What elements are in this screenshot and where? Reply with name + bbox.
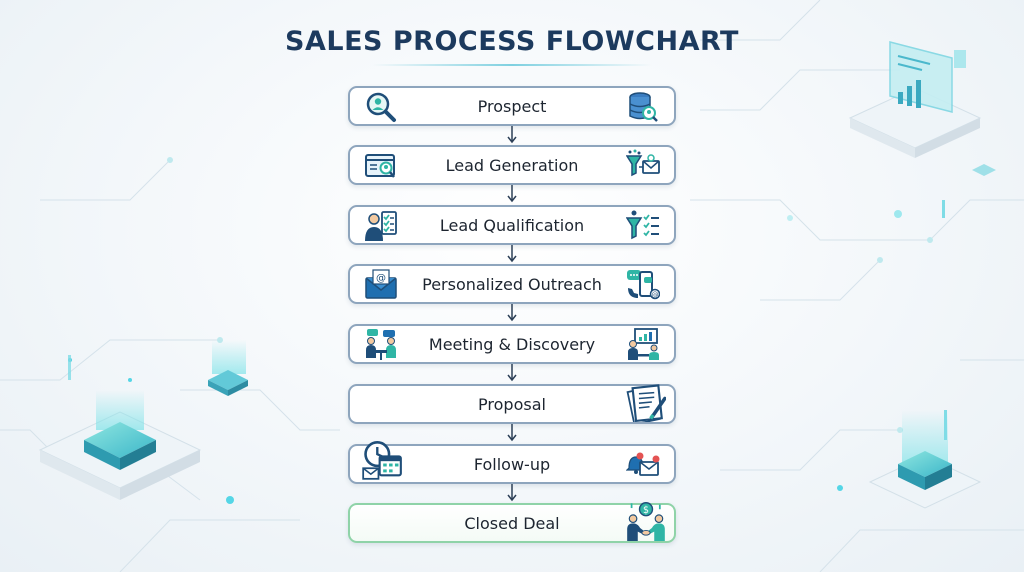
flow-arrow bbox=[507, 424, 517, 442]
step-label: Prospect bbox=[477, 96, 547, 116]
funnel-email-icon bbox=[626, 149, 660, 177]
step-label: Lead Qualification bbox=[439, 215, 585, 235]
step-personalized-outreach: @ Personalized Outreach @ bbox=[348, 264, 676, 304]
step-lead-generation: Lead Generation bbox=[348, 145, 676, 185]
database-search-icon bbox=[629, 92, 658, 122]
step-prospect: Prospect bbox=[348, 86, 676, 126]
chat-phone-icon: @ bbox=[627, 270, 660, 300]
step-label: Lead Generation bbox=[445, 155, 579, 175]
bell-mail-icon bbox=[626, 452, 660, 476]
page-title: SALES PROCESS FLOWCHART bbox=[285, 26, 739, 57]
web-profile-icon bbox=[365, 154, 395, 178]
envelope-at-icon: @ bbox=[365, 269, 397, 299]
flow-arrow bbox=[507, 126, 517, 144]
presentation-meeting-icon bbox=[628, 328, 659, 360]
step-follow-up: Follow-up bbox=[348, 441, 676, 484]
step-proposal: Proposal bbox=[348, 384, 676, 424]
step-label: Meeting & Discovery bbox=[428, 334, 596, 354]
svg-text:@: @ bbox=[652, 291, 659, 299]
step-label: Proposal bbox=[478, 394, 546, 414]
step-meeting-discovery: Meeting & Discovery bbox=[348, 324, 676, 364]
svg-text:@: @ bbox=[376, 273, 386, 284]
magnifier-person-icon bbox=[366, 92, 396, 122]
handshake-dollar-icon: $ bbox=[627, 502, 665, 541]
flow-arrow bbox=[507, 304, 517, 322]
person-checklist-icon bbox=[365, 211, 397, 241]
flow-arrow bbox=[507, 484, 517, 502]
step-label: Follow-up bbox=[473, 454, 551, 474]
funnel-checklist-icon bbox=[626, 210, 659, 240]
title-underline bbox=[372, 64, 652, 66]
step-label: Personalized Outreach bbox=[422, 274, 602, 294]
step-lead-qualification: Lead Qualification bbox=[348, 205, 676, 245]
meeting-people-icon bbox=[366, 329, 396, 360]
document-pen-icon bbox=[626, 384, 666, 422]
clock-calendar-icon bbox=[362, 441, 402, 480]
flow-arrow bbox=[507, 245, 517, 263]
step-label: Closed Deal bbox=[464, 513, 560, 533]
flow-arrow bbox=[507, 364, 517, 382]
step-closed-deal: Closed Deal $ bbox=[348, 502, 676, 543]
flow-arrow bbox=[507, 185, 517, 203]
svg-text:$: $ bbox=[643, 505, 649, 516]
